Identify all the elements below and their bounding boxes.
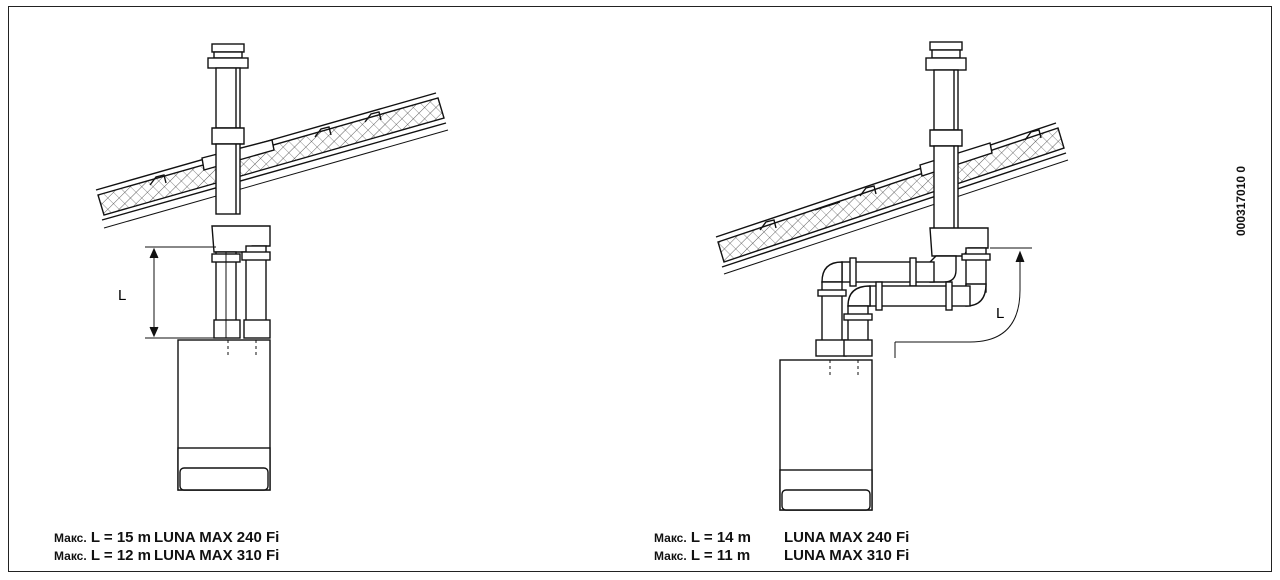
right-installation xyxy=(715,41,1069,511)
spec-model: LUNA MAX 240 Fi xyxy=(784,529,910,546)
spec-prefix: Макс. xyxy=(54,531,87,545)
right-terminal xyxy=(925,41,967,231)
left-pipes xyxy=(211,245,271,339)
left-spec-row: Макс. L = 12 m LUNA MAX 310 Fi xyxy=(54,547,279,565)
left-roof xyxy=(95,92,449,229)
spec-model: LUNA MAX 310 Fi xyxy=(154,547,280,564)
spec-prefix: Макс. xyxy=(54,549,87,563)
left-dimension-label: L xyxy=(118,287,126,304)
spec-model: LUNA MAX 240 Fi xyxy=(154,529,280,546)
spec-limit: L = 15 m xyxy=(90,529,152,546)
spec-limit: L = 11 m xyxy=(690,547,751,564)
right-dimension xyxy=(894,247,1032,358)
spec-limit: L = 12 m xyxy=(90,547,152,564)
left-terminal xyxy=(207,43,249,215)
right-spec-row: Макс. L = 14 m LUNA MAX 240 Fi xyxy=(654,529,909,547)
right-pipes xyxy=(815,247,991,357)
spec-prefix: Макс. xyxy=(654,531,687,545)
figure-code: 000317010 0 xyxy=(1234,165,1248,236)
right-spec-table: Макс. L = 14 m LUNA MAX 240 Fi Макс. L =… xyxy=(654,529,909,565)
left-spec-table: Макс. L = 15 m LUNA MAX 240 Fi Макс. L =… xyxy=(54,529,279,565)
left-spec-row: Макс. L = 15 m LUNA MAX 240 Fi xyxy=(54,529,279,547)
spec-prefix: Макс. xyxy=(654,549,687,563)
right-dimension-label: L xyxy=(996,305,1004,322)
right-boiler xyxy=(779,359,873,511)
right-roof xyxy=(715,122,1069,275)
right-spec-row: Макс. L = 11 m LUNA MAX 310 Fi xyxy=(654,547,909,565)
figure-frame xyxy=(8,6,1272,572)
left-dimension xyxy=(145,246,216,339)
spec-limit: L = 14 m xyxy=(690,529,752,546)
spec-model: LUNA MAX 310 Fi xyxy=(784,547,910,564)
left-installation xyxy=(95,43,449,491)
left-boiler xyxy=(177,339,271,491)
